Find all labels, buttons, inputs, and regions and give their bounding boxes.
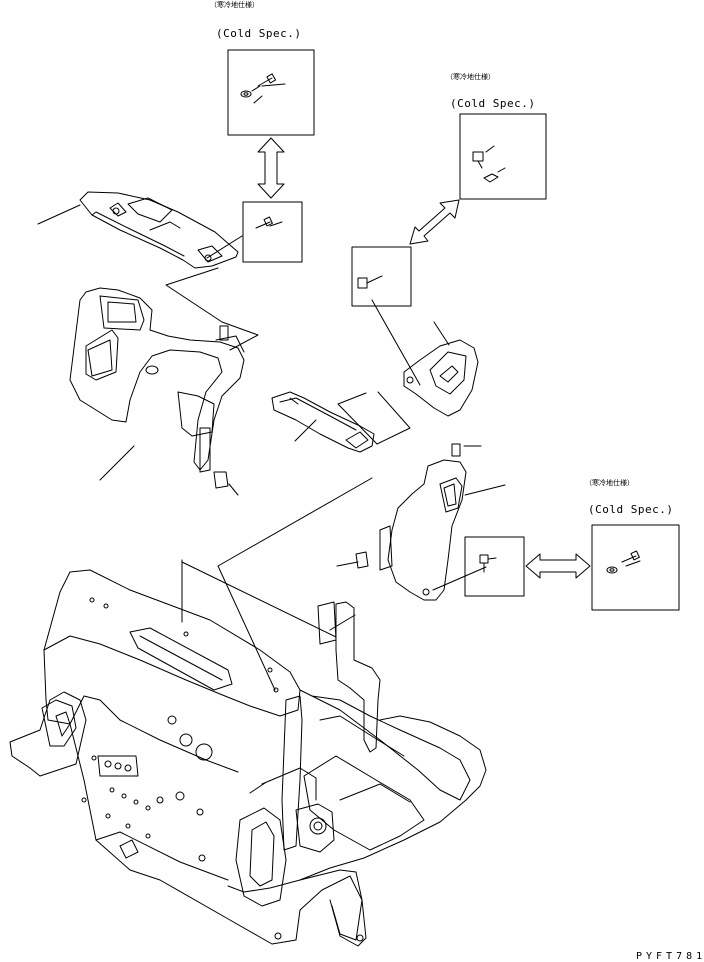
- detail-box-lower-right: [592, 525, 679, 610]
- bolt-icon: [480, 555, 496, 572]
- double-arrow-horizontal: [526, 554, 590, 578]
- bolt-clip-icon: [473, 146, 505, 182]
- detail-box-right: [460, 114, 546, 199]
- drawing-code: PYFT781: [636, 951, 704, 962]
- right-side-panel: [356, 444, 466, 600]
- leader-lines: [38, 205, 505, 793]
- double-arrow-vertical: [258, 138, 284, 198]
- bolt-washer-icon: [241, 74, 285, 103]
- detail-box-center: [352, 247, 411, 306]
- center-duct-part: [272, 392, 374, 452]
- cold-spec-jp-label-lower: （寒冷地仕様）: [585, 479, 634, 487]
- detail-box-top: [228, 50, 314, 135]
- main-frame: [10, 570, 486, 946]
- cold-spec-jp-label-top: （寒冷地仕様）: [210, 1, 259, 9]
- bolt-washer-icon: [607, 551, 640, 573]
- cold-spec-label-top: (Cold Spec.): [216, 27, 302, 40]
- bolt-icon: [358, 276, 382, 288]
- double-arrow-diagonal: [410, 200, 459, 244]
- right-upper-duct-part: [404, 340, 478, 416]
- cold-spec-label-lower: (Cold Spec.): [588, 503, 674, 516]
- detail-box-lower-left: [465, 537, 524, 596]
- left-side-panel: [70, 288, 244, 488]
- cold-spec-label-right: (Cold Spec.): [450, 97, 536, 110]
- cold-spec-jp-label-right: （寒冷地仕様）: [446, 73, 495, 81]
- upper-cover-part: [80, 192, 238, 268]
- bolt-icon: [256, 217, 282, 228]
- detail-box-mid-left: [243, 202, 302, 262]
